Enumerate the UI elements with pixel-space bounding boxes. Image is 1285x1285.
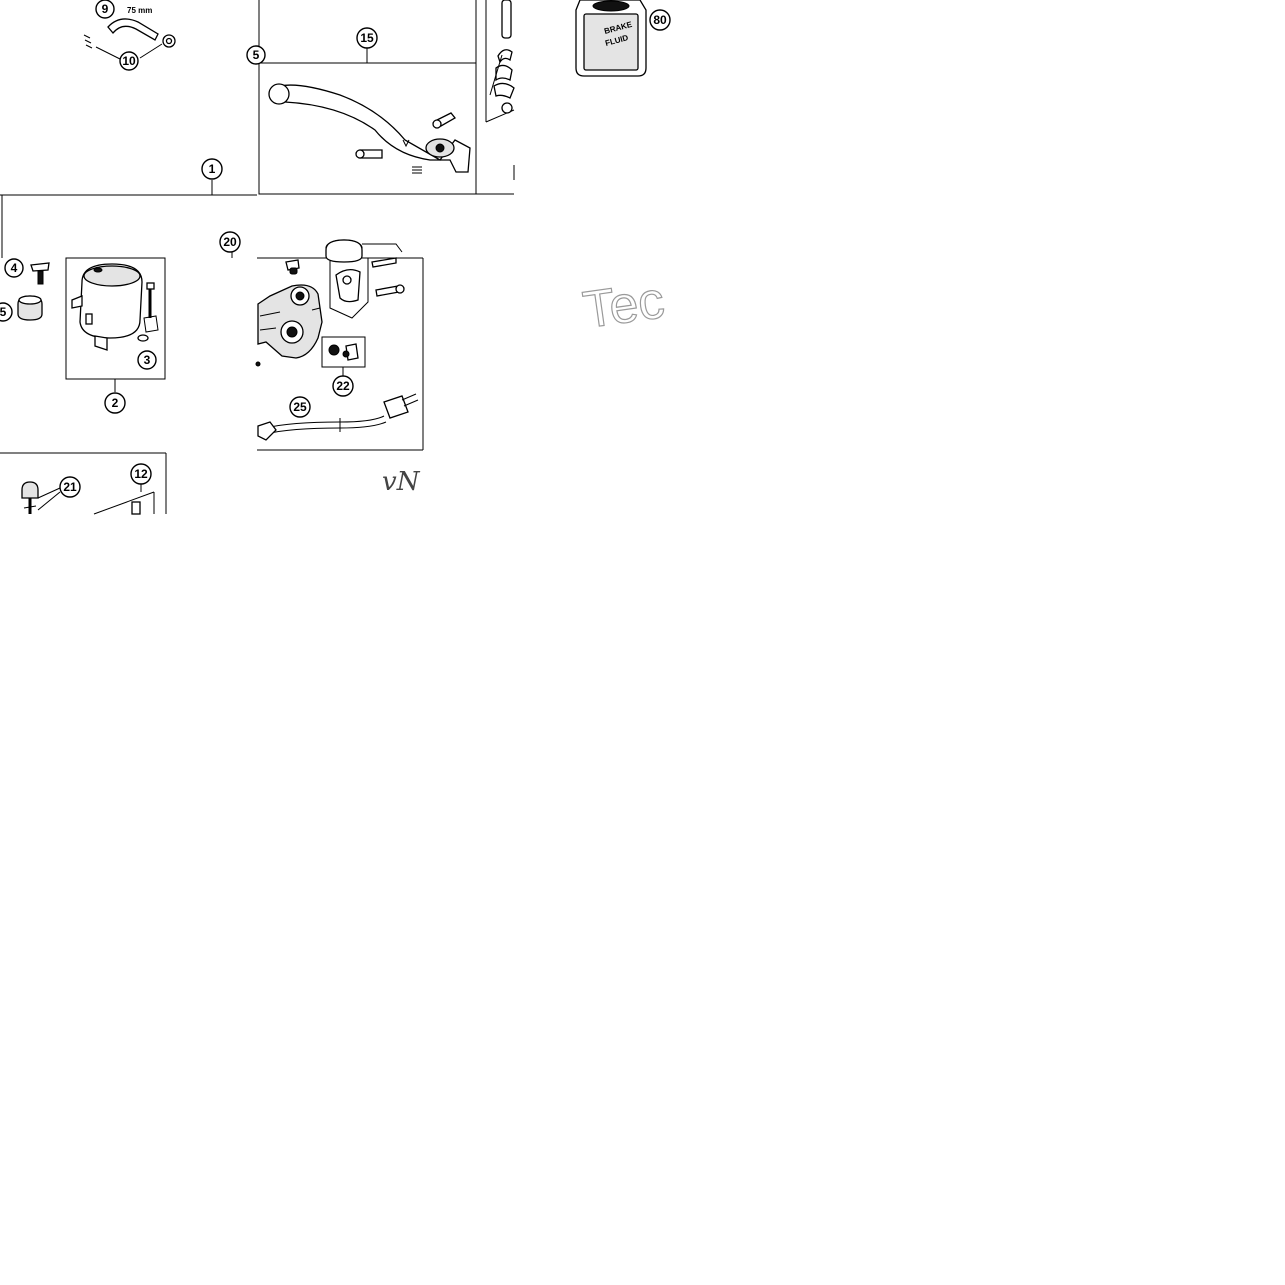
svg-text:25: 25 <box>293 400 307 414</box>
frame-lines <box>0 0 515 515</box>
callout-4: 4 <box>4 258 24 278</box>
fluid-reservoir <box>71 263 159 351</box>
watermark-text-1: Tec <box>580 271 668 340</box>
callout-80: 80 <box>649 9 671 31</box>
callout-10: 10 <box>119 51 139 71</box>
hose-assembly: 75 mm <box>83 6 176 60</box>
svg-text:4: 4 <box>11 261 18 275</box>
svg-text:5: 5 <box>0 305 7 319</box>
callout-3: 3 <box>137 350 157 370</box>
callout-15: 15 <box>356 27 378 49</box>
callout-5-top: 5 <box>246 45 266 65</box>
brake-light-switch <box>257 393 419 441</box>
callout-9: 9 <box>95 0 115 19</box>
svg-text:9: 9 <box>102 2 109 16</box>
svg-text:15: 15 <box>360 31 374 45</box>
watermarks: Tec vN <box>382 271 668 497</box>
pushrod-parts <box>489 0 515 114</box>
callout-12: 12 <box>130 463 152 485</box>
hose-length-label: 75 mm <box>127 6 152 15</box>
svg-text:80: 80 <box>653 13 667 27</box>
svg-text:22: 22 <box>336 379 350 393</box>
svg-text:10: 10 <box>122 54 136 68</box>
svg-text:1: 1 <box>209 162 216 176</box>
callout-25: 25 <box>289 396 311 418</box>
svg-text:12: 12 <box>134 467 148 481</box>
callout-2: 2 <box>104 392 126 414</box>
brake-fluid-can: BRAKE FLUID <box>575 0 647 77</box>
svg-text:2: 2 <box>112 396 119 410</box>
svg-text:20: 20 <box>223 235 237 249</box>
svg-text:21: 21 <box>63 480 77 494</box>
cap-and-grommet <box>17 262 50 321</box>
callout-20: 20 <box>219 231 241 253</box>
svg-text:5: 5 <box>253 48 260 62</box>
watermark-text-2: vN <box>382 467 421 497</box>
brake-lever <box>268 83 471 174</box>
svg-text:3: 3 <box>144 353 151 367</box>
bleeder-fittings <box>21 481 141 515</box>
callout-1: 1 <box>201 158 223 180</box>
master-cylinder <box>255 239 405 367</box>
callout-5: 5 <box>0 302 13 322</box>
callout-21: 21 <box>59 476 81 498</box>
callout-22: 22 <box>332 375 354 397</box>
